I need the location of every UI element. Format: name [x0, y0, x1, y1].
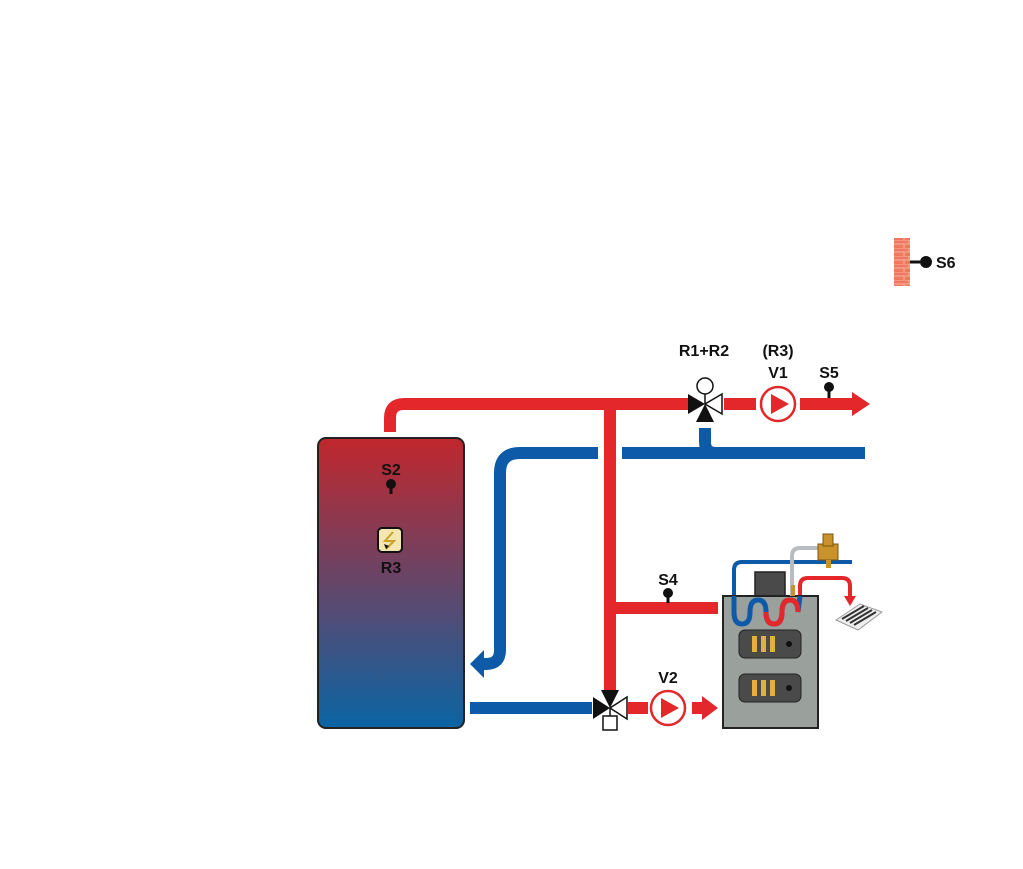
three-way-valve-icon [688, 377, 723, 422]
lightning-icon [377, 527, 403, 553]
return-pipe-main [478, 447, 865, 670]
temperature-sensor-icon [910, 256, 932, 268]
valve-r1-r2-label: R1+R2 [679, 343, 729, 360]
boiler-cold-feed [732, 560, 852, 596]
boiler-icon [722, 533, 839, 729]
boiler-body [722, 595, 819, 729]
pump-v1 [759, 385, 797, 423]
sensor-s6-label: S6 [936, 255, 956, 272]
v1-outlet-arrowhead [852, 392, 870, 416]
sensor-s2-label: S2 [381, 462, 401, 479]
cold-pipes [470, 428, 865, 714]
valve-bypass-pipe [699, 428, 717, 459]
temperature-sensor-icon [824, 382, 834, 398]
safety-valve-icon [791, 533, 839, 596]
boiler-chimney [754, 571, 786, 597]
return-arrowhead [470, 650, 484, 678]
outdoor-wall-icon [894, 238, 910, 286]
v2-outlet-arrowhead [702, 696, 718, 720]
hot-pipes [384, 398, 852, 714]
pump-v2-label: V2 [658, 670, 678, 687]
heater-r3-label: R3 [381, 560, 402, 577]
sensor-s5-label: S5 [819, 365, 839, 382]
temperature-sensor-icon [386, 479, 396, 494]
pump-v2 [649, 689, 687, 727]
boiler-hot-outlet [798, 576, 852, 598]
tank-body [317, 437, 465, 729]
radiator-icon [834, 603, 884, 631]
pump-v1-label: V1 [768, 365, 788, 382]
hot-outlet-arrowhead [844, 596, 856, 606]
storage-tank: S2 R3 [317, 437, 465, 729]
boiler-safety-line [790, 546, 818, 596]
temperature-sensor-icon [663, 588, 673, 603]
tank-top-supply-pipe [384, 398, 688, 432]
pump-v1-output-label: (R3) [762, 343, 793, 360]
three-way-valve-icon [593, 690, 628, 731]
sensor-s4-label: S4 [658, 572, 678, 589]
